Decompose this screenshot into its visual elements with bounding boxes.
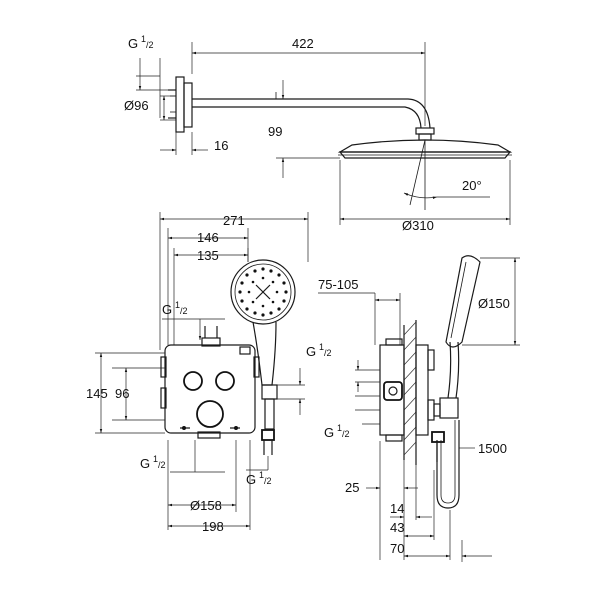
valve-body: [164, 344, 256, 434]
top-g-label: G: [128, 36, 138, 51]
dim-198-label: 198: [202, 519, 224, 534]
hand-shower-side: [445, 255, 481, 348]
mid-g-label: G: [162, 302, 172, 317]
thermostat-knob-icon[interactable]: [196, 400, 224, 428]
dim-99-label: 99: [268, 124, 282, 139]
right-g2-label: G: [324, 425, 334, 440]
button-left-icon[interactable]: [183, 371, 203, 391]
wall-hatch: [403, 321, 417, 456]
svg-text:/2: /2: [158, 460, 166, 470]
dim-75-105-label: 75-105: [318, 277, 358, 292]
side-holder: [439, 397, 459, 419]
dim-135-label: 135: [197, 248, 219, 263]
hand-shower-head: [230, 259, 296, 325]
svg-text:1: 1: [319, 342, 324, 352]
head-shower-view: 422 G 1 /2 Ø96 16 99 20° Ø310: [124, 34, 513, 233]
hose-connector: [261, 429, 275, 441]
dim-96-label: 96: [115, 386, 129, 401]
front-view: 271 146 135 G 1 /2: [86, 212, 309, 534]
dim-25-label: 25: [345, 480, 359, 495]
ball-joint: [415, 127, 435, 135]
dim-16-label: 16: [214, 138, 228, 153]
svg-text:1: 1: [259, 470, 264, 480]
right-g1-label: G: [306, 344, 316, 359]
dim-70-label: 70: [390, 541, 404, 556]
dim-1500-label: 1500: [478, 441, 507, 456]
svg-text:/2: /2: [324, 348, 332, 358]
dim-146-label: 146: [197, 230, 219, 245]
dim-dia150-label: Ø150: [478, 296, 510, 311]
svg-text:1: 1: [141, 34, 146, 44]
spray-nozzles: [238, 267, 288, 317]
svg-text:1: 1: [175, 300, 180, 310]
dim-dia310-label: Ø310: [402, 218, 434, 233]
svg-text:1: 1: [153, 454, 158, 464]
bot-g-left-label: G: [140, 456, 150, 471]
svg-text:/2: /2: [342, 429, 350, 439]
shower-hose: [436, 420, 460, 509]
svg-text:/2: /2: [180, 306, 188, 316]
dim-43-label: 43: [390, 520, 404, 535]
trim-plate: [415, 344, 429, 436]
dim-dia158-label: Ø158: [190, 498, 222, 513]
hand-shower-handle: [252, 321, 277, 386]
wall-flange: [175, 76, 185, 133]
svg-text:/2: /2: [146, 40, 154, 50]
arm-rosette: [183, 82, 193, 128]
shower-arm: [192, 98, 431, 129]
top-outlet: [201, 337, 221, 347]
button-right-icon[interactable]: [215, 371, 235, 391]
dim-14-label: 14: [390, 501, 404, 516]
side-valve-port: [383, 381, 403, 401]
bot-g-right-label: G: [246, 472, 256, 487]
side-view: 75-105: [306, 255, 520, 562]
svg-text:/2: /2: [264, 476, 272, 486]
shower-holder: [261, 384, 278, 400]
dim-271-label: 271: [223, 213, 245, 228]
svg-text:1: 1: [337, 423, 342, 433]
dim-20deg-label: 20°: [462, 178, 482, 193]
dim-422-label: 422: [292, 36, 314, 51]
dim-dia96-label: Ø96: [124, 98, 149, 113]
dim-145-label: 145: [86, 386, 108, 401]
